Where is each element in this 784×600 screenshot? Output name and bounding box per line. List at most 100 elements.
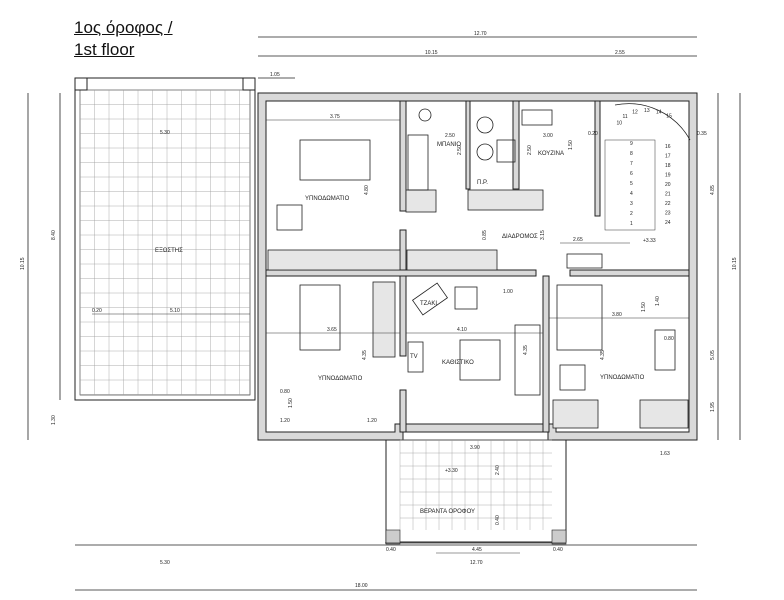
dim-closet-w: 0.80 bbox=[280, 389, 290, 395]
dim-right-b: 5.05 bbox=[710, 350, 716, 360]
stair-step-number: 1 bbox=[630, 221, 633, 227]
tv-unit bbox=[407, 341, 424, 373]
balcony-label: ΒΕΡΑΝΤΑ ΟΡΟΦΟΥ bbox=[420, 509, 475, 515]
stair-step-number: 8 bbox=[630, 151, 633, 157]
dim-balcony-h: 2.40 bbox=[495, 465, 501, 475]
room-label-bedroom-2: ΥΠΝΟΔΩΜΑΤΙΟ bbox=[318, 376, 363, 382]
stair-step-number: 6 bbox=[630, 171, 633, 177]
furniture bbox=[276, 103, 691, 396]
dim-bedroom3-b: 1.40 bbox=[655, 296, 661, 306]
stair-step-number: 5 bbox=[630, 181, 633, 187]
terrace: ΕΞΩΣΤΗΣ bbox=[74, 77, 256, 401]
fireplace-label: ΤΖΑΚΙ bbox=[420, 301, 437, 307]
stair-step-number: 12 bbox=[632, 110, 638, 116]
stair-step-number: 24 bbox=[665, 220, 671, 226]
dim-corridor-h2: 3.15 bbox=[540, 230, 546, 240]
stair-step-number: 10 bbox=[616, 120, 622, 126]
stair-step-number: 9 bbox=[630, 141, 633, 147]
dim-living-gap: 1.00 bbox=[503, 289, 513, 295]
fireplace bbox=[411, 282, 449, 316]
stair-step-number: 14 bbox=[656, 109, 662, 115]
stair-step-number: 4 bbox=[630, 191, 633, 197]
stove bbox=[496, 139, 516, 163]
dim-stair-gap: 0.35 bbox=[697, 131, 707, 137]
dim-bedroom3-w: 3.80 bbox=[612, 312, 622, 318]
room-label-living: ΚΑΘΙΣΤΙΚΟ bbox=[442, 360, 474, 366]
corridor-level: +3.33 bbox=[643, 238, 656, 244]
stair-arc bbox=[614, 103, 691, 141]
dim-bedroom3-a: 1.50 bbox=[641, 302, 647, 312]
room-label-corridor: ΔΙΑΔΡΟΜΟΣ bbox=[502, 234, 538, 240]
dim-bed2-a: 1.20 bbox=[280, 418, 290, 424]
dim-bottom-total: 18.00 bbox=[355, 583, 368, 589]
stair-step-number: 19 bbox=[665, 173, 671, 179]
dim-terrace-width: 5.30 bbox=[160, 130, 170, 136]
room-label-bedroom-1: ΥΠΝΟΔΩΜΑΤΙΟ bbox=[305, 196, 350, 202]
interior-walls bbox=[265, 100, 690, 433]
dim-bath-h: 2.50 bbox=[457, 145, 463, 155]
stair-step-number: 20 bbox=[665, 182, 671, 188]
dim-top-offset: 1.05 bbox=[270, 72, 280, 78]
stair-step-number: 16 bbox=[665, 144, 671, 150]
dim-kitchen-side: 1.50 bbox=[568, 140, 574, 150]
dim-kitchen-w: 3.00 bbox=[543, 133, 553, 139]
sink bbox=[521, 109, 553, 126]
dim-kitchen-h: 2.50 bbox=[527, 145, 533, 155]
dim-left-total: 10.15 bbox=[20, 257, 26, 270]
stair-step-number: 22 bbox=[665, 201, 671, 207]
stair-step-number: 18 bbox=[665, 163, 671, 169]
dim-corridor-h1: 0.85 bbox=[482, 230, 488, 240]
stair-step-number: 15 bbox=[666, 113, 672, 119]
dim-bath-w: 2.50 bbox=[445, 133, 455, 139]
stair-step-number: 21 bbox=[665, 192, 671, 198]
stair-step-number: 11 bbox=[622, 114, 627, 120]
dim-terrace-offset: 0.20 bbox=[92, 308, 102, 314]
stair-step-number: 3 bbox=[630, 201, 633, 207]
dim-bedroom2-h: 4.35 bbox=[362, 350, 368, 360]
coffee-table bbox=[459, 339, 501, 381]
stair-step-number: 23 bbox=[665, 211, 671, 217]
dim-right-c: 1.95 bbox=[710, 402, 716, 412]
stair-step-number: 13 bbox=[644, 108, 650, 114]
dim-living-h: 4.35 bbox=[523, 345, 529, 355]
dim-right-total: 10.15 bbox=[732, 257, 738, 270]
room-label-bedroom-3: ΥΠΝΟΔΩΜΑΤΙΟ bbox=[600, 375, 645, 381]
dim-corridor-w: 2.65 bbox=[573, 237, 583, 243]
dim-right-a: 4.85 bbox=[710, 185, 716, 195]
stair-step-number: 2 bbox=[630, 211, 633, 217]
balcony: ΒΕΡΑΝΤΑ ΟΡΟΦΟΥ +3.30 bbox=[385, 439, 567, 545]
dimension-lines bbox=[27, 36, 741, 591]
closets bbox=[267, 189, 689, 429]
dim-bed2-b: 1.20 bbox=[367, 418, 377, 424]
bed-2 bbox=[299, 284, 341, 351]
dim-bedroom1-h: 4.80 bbox=[364, 185, 370, 195]
dim-top-total: 12.70 bbox=[474, 31, 487, 37]
dim-bal-right: 0.40 bbox=[553, 547, 563, 553]
tv-label: TV bbox=[410, 354, 418, 360]
room-label-pantry: Π.Ρ. bbox=[477, 180, 488, 186]
dim-bottom-right: 12.70 bbox=[470, 560, 483, 566]
dim-bedroom3-desk: 0.80 bbox=[664, 336, 674, 342]
dim-bedroom1-w: 3.75 bbox=[330, 114, 340, 120]
dim-bedroom3-h: 4.35 bbox=[600, 350, 606, 360]
dim-top-left: 10.15 bbox=[425, 50, 438, 56]
room-label-bathroom: ΜΠΑΝΙΟ bbox=[437, 142, 461, 148]
dim-balcony-w: 3.90 bbox=[470, 445, 480, 451]
dim-closet-h: 1.50 bbox=[288, 398, 294, 408]
balcony-level: +3.30 bbox=[445, 468, 458, 474]
terrace-label: ΕΞΩΣΤΗΣ bbox=[155, 248, 183, 254]
bed-3 bbox=[556, 284, 603, 351]
bathtub bbox=[407, 134, 429, 191]
dim-bal-left: 0.40 bbox=[386, 547, 396, 553]
bed-1 bbox=[299, 139, 371, 181]
stair-step-number: 17 bbox=[665, 154, 671, 160]
floor-title-english: 1st floor bbox=[74, 40, 135, 59]
stair-step-number: 7 bbox=[630, 161, 633, 167]
dim-bedroom2-w: 3.65 bbox=[327, 327, 337, 333]
dim-kitchen-gap: 0.20 bbox=[588, 131, 598, 137]
dim-top-right: 2.55 bbox=[615, 50, 625, 56]
dim-living-w: 4.10 bbox=[457, 327, 467, 333]
dim-balcony-edge: 0.40 bbox=[495, 515, 501, 525]
dim-terrace-inner: 5.10 bbox=[170, 308, 180, 314]
